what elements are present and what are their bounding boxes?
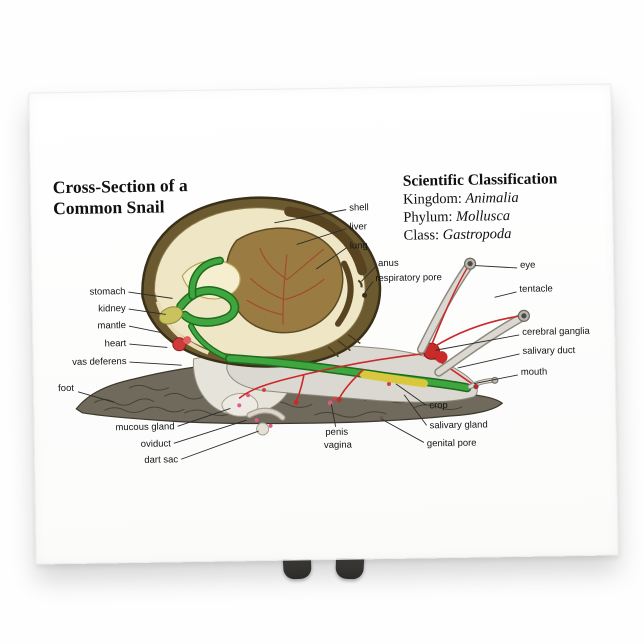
label-oviduct: oviduct — [140, 438, 171, 450]
class-label: Class: — [403, 227, 440, 244]
label-respiratory-pore: respiratory pore — [375, 272, 442, 285]
phylum-value: Mollusca — [455, 208, 511, 225]
heart-organ — [172, 336, 192, 352]
pores-and-mouth — [327, 279, 479, 421]
class-value: Gastropoda — [442, 226, 512, 244]
intestine-loops — [176, 256, 240, 327]
label-stomach: stomach — [89, 286, 126, 298]
label-mantle: mantle — [97, 320, 127, 332]
label-heart: heart — [104, 338, 127, 350]
reproductive-organs — [221, 392, 286, 436]
label-cerebral-ganglia: cerebral ganglia — [522, 325, 590, 338]
label-eye: eye — [520, 259, 536, 271]
kingdom-label: Kingdom: — [402, 190, 462, 208]
classification-heading: Scientific Classification — [402, 170, 558, 190]
label-vas-deferens: vas deferens — [72, 356, 127, 368]
phylum-label: Phylum: — [403, 208, 453, 226]
label-mucous-gland: mucous gland — [115, 421, 175, 434]
classification-class: Class: Gastropoda — [403, 224, 558, 244]
label-salivary-duct: salivary duct — [522, 345, 576, 357]
label-liver: liver — [349, 221, 367, 233]
label-anus: anus — [377, 257, 399, 270]
digestive-tube — [188, 323, 472, 393]
plaque: Cross-Section of a Common Snail Scientif… — [28, 83, 619, 565]
label-mouth: mouth — [520, 366, 548, 378]
label-genital-pore: genital pore — [426, 437, 477, 450]
diagram-title: Cross-Section of a Common Snail — [53, 175, 188, 219]
label-salivary-gland: salivary gland — [429, 419, 488, 432]
kidney-organ — [158, 306, 183, 325]
label-dart-sac: dart sac — [144, 454, 179, 466]
title-line-2: Common Snail — [52, 196, 165, 219]
liver-lung-mass — [225, 227, 344, 334]
tentacles — [416, 262, 528, 390]
label-tentacle: tentacle — [519, 283, 553, 295]
snail-diagram — [75, 196, 530, 460]
label-penis: penis — [325, 426, 349, 438]
label-vagina: vagina — [323, 439, 352, 452]
scientific-classification: Scientific Classification Kingdom: Anima… — [403, 169, 559, 244]
kingdom-value: Animalia — [465, 189, 519, 207]
label-lung: lung — [349, 240, 368, 252]
label-shell: shell — [349, 202, 369, 214]
label-foot: foot — [58, 382, 75, 395]
title-line-1: Cross-Section of a — [52, 175, 188, 198]
leader-lines — [77, 209, 520, 460]
label-crop: crop — [429, 400, 448, 412]
label-kidney: kidney — [98, 303, 126, 315]
